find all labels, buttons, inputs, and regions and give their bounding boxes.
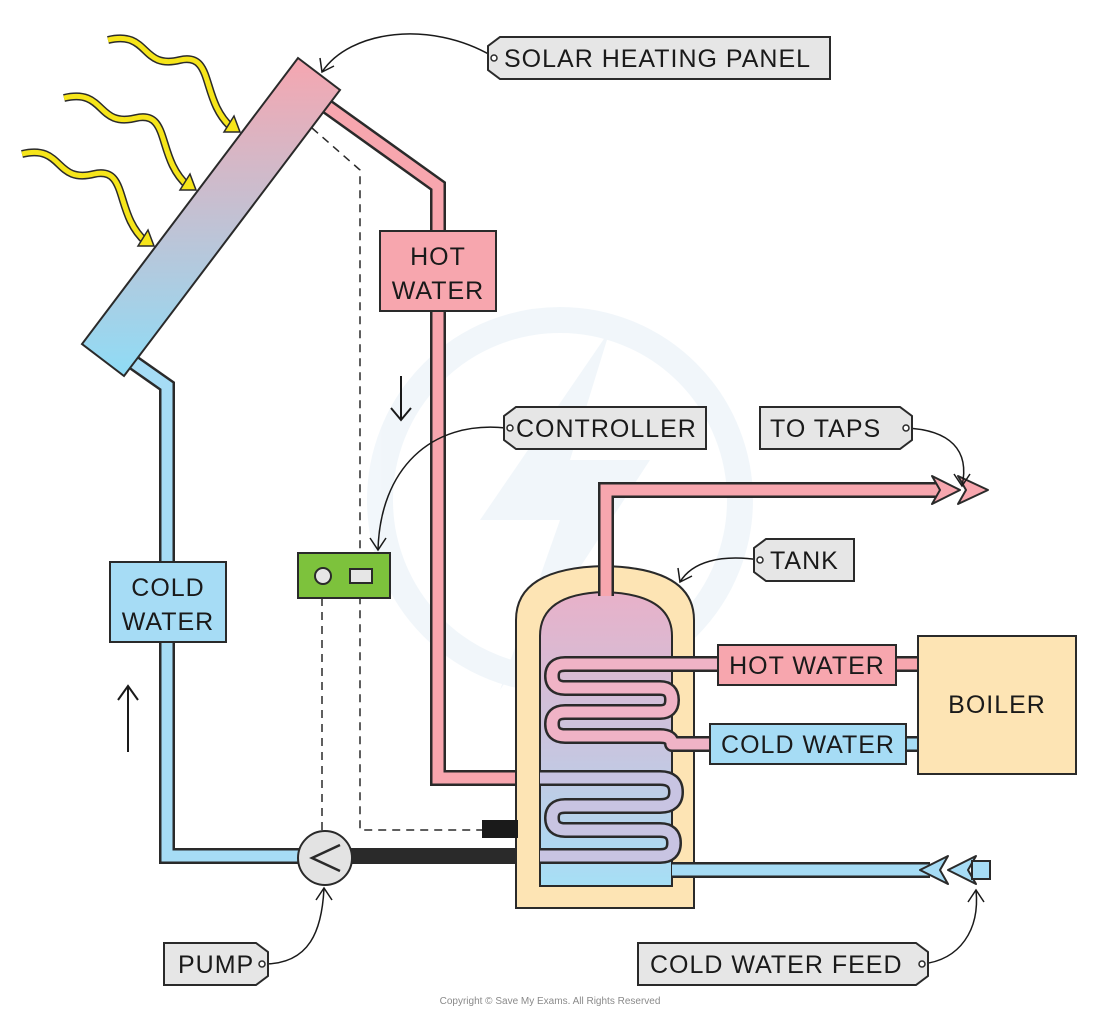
pump-tag: PUMP bbox=[163, 886, 333, 986]
cold-feed-tag: COLD WATER FEED bbox=[637, 888, 985, 986]
flow-down-arrow-icon bbox=[390, 376, 412, 422]
svg-text:TO TAPS: TO TAPS bbox=[770, 415, 881, 443]
svg-text:HOT WATER: HOT WATER bbox=[729, 652, 885, 680]
flow-up-arrow-icon bbox=[117, 684, 139, 752]
boiler: BOILER bbox=[917, 635, 1077, 775]
tank-tag: TANK bbox=[677, 538, 855, 584]
pump-icon bbox=[297, 830, 353, 886]
svg-text:WATER: WATER bbox=[392, 277, 485, 305]
controller-tag: CONTROLLER bbox=[369, 406, 707, 552]
boiler-label: BOILER bbox=[948, 691, 1046, 719]
svg-text:WATER: WATER bbox=[122, 608, 215, 636]
to-taps-tag: TO TAPS bbox=[759, 406, 971, 488]
svg-text:TANK: TANK bbox=[770, 547, 839, 575]
sensor-wires bbox=[311, 127, 482, 842]
temperature-sensor-icon bbox=[482, 820, 518, 838]
solar-heating-panel bbox=[80, 56, 342, 378]
hot-water-riser-label: HOT WATER bbox=[379, 230, 497, 312]
svg-text:HOT: HOT bbox=[410, 243, 466, 271]
boiler-coil bbox=[544, 656, 720, 752]
cold-feed-pipe bbox=[672, 855, 991, 885]
svg-text:COLD WATER: COLD WATER bbox=[721, 731, 895, 759]
boiler-cold-water-label: COLD WATER bbox=[709, 723, 907, 765]
boiler-hot-water-label: HOT WATER bbox=[717, 644, 897, 686]
svg-text:SOLAR HEATING PANEL: SOLAR HEATING PANEL bbox=[504, 45, 811, 73]
svg-text:COLD WATER FEED: COLD WATER FEED bbox=[650, 951, 903, 979]
cold-water-return-label: COLD WATER bbox=[109, 561, 227, 643]
hot-riser-pipe bbox=[313, 93, 560, 786]
svg-text:CONTROLLER: CONTROLLER bbox=[516, 415, 697, 443]
copyright-text: Copyright © Save My Exams. All Rights Re… bbox=[440, 996, 661, 1007]
sun-ray-icon bbox=[21, 34, 242, 247]
svg-text:COLD: COLD bbox=[131, 574, 204, 602]
solar-coil bbox=[540, 770, 684, 864]
svg-text:PUMP: PUMP bbox=[178, 951, 254, 979]
solar-panel-tag: SOLAR HEATING PANEL bbox=[319, 33, 831, 80]
controller-unit bbox=[297, 552, 391, 599]
